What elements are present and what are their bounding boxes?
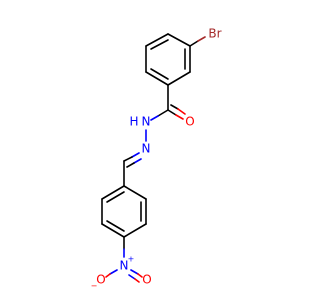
bond bbox=[175, 114, 184, 120]
atom-label-nitro-oxygen-right: O bbox=[142, 273, 151, 287]
bond bbox=[145, 71, 169, 86]
charge-minus: − bbox=[91, 282, 98, 291]
bond bbox=[150, 39, 169, 50]
bond bbox=[150, 115, 159, 121]
bond bbox=[157, 109, 169, 117]
bond bbox=[123, 156, 133, 162]
bond bbox=[170, 104, 179, 110]
bromophenyl-ring bbox=[145, 33, 191, 86]
bond bbox=[109, 269, 118, 275]
bond bbox=[167, 71, 191, 86]
atom-label-imine-nitrogen: N bbox=[142, 142, 151, 156]
bond bbox=[128, 274, 136, 280]
atom-label-carbonyl-oxygen: O bbox=[185, 115, 194, 129]
atom-label-bromine: Br bbox=[208, 27, 221, 41]
bond bbox=[145, 33, 169, 47]
bond bbox=[126, 162, 135, 168]
atom-label-nitro-nitrogen: N bbox=[120, 259, 129, 273]
atom-label-amide-hydrogen: H bbox=[129, 115, 138, 129]
molecule-structure-diagram: Br O H N N N + O − O bbox=[91, 27, 222, 291]
bond bbox=[133, 158, 142, 164]
bond bbox=[167, 33, 191, 47]
bond bbox=[106, 191, 125, 203]
bond bbox=[134, 278, 140, 283]
bond bbox=[123, 223, 147, 238]
charge-plus: + bbox=[128, 255, 135, 264]
bond bbox=[101, 223, 125, 238]
bond bbox=[150, 68, 169, 80]
bond bbox=[137, 273, 143, 278]
bond bbox=[130, 269, 139, 275]
atom-label-amide-nitrogen: N bbox=[142, 115, 151, 129]
bond bbox=[123, 185, 147, 200]
nitrophenyl-ring bbox=[101, 185, 147, 238]
atom-label-nitro-oxygen-left: O bbox=[96, 273, 105, 287]
bond bbox=[105, 273, 111, 278]
bond bbox=[197, 36, 206, 42]
bond bbox=[177, 108, 186, 115]
bond bbox=[189, 40, 199, 47]
bond bbox=[131, 152, 140, 158]
bond bbox=[106, 220, 125, 232]
bond bbox=[167, 109, 177, 116]
bond bbox=[101, 185, 125, 200]
